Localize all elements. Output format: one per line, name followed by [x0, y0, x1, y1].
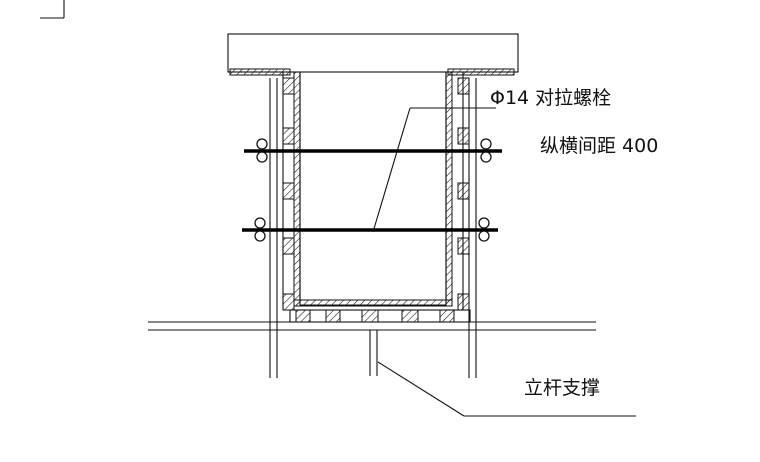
left-studs [282, 77, 295, 311]
support-label: 立杆支撑 [524, 377, 600, 399]
bottom-studs [289, 309, 471, 323]
floor-slab [227, 33, 519, 73]
tie-bolt-upper [244, 138, 502, 163]
leader-support [377, 361, 636, 417]
bolt-spacing-label: 纵横间距 400 [540, 135, 658, 157]
vertical-poles [269, 78, 477, 378]
bolt-spec-label: Φ14 对拉螺栓 [490, 87, 611, 109]
beam-section [228, 68, 518, 310]
horizontal-ledgers [148, 321, 596, 331]
leader-bolt [372, 107, 496, 233]
corner-mark [40, 0, 65, 19]
tie-bolt-lower [242, 217, 498, 242]
